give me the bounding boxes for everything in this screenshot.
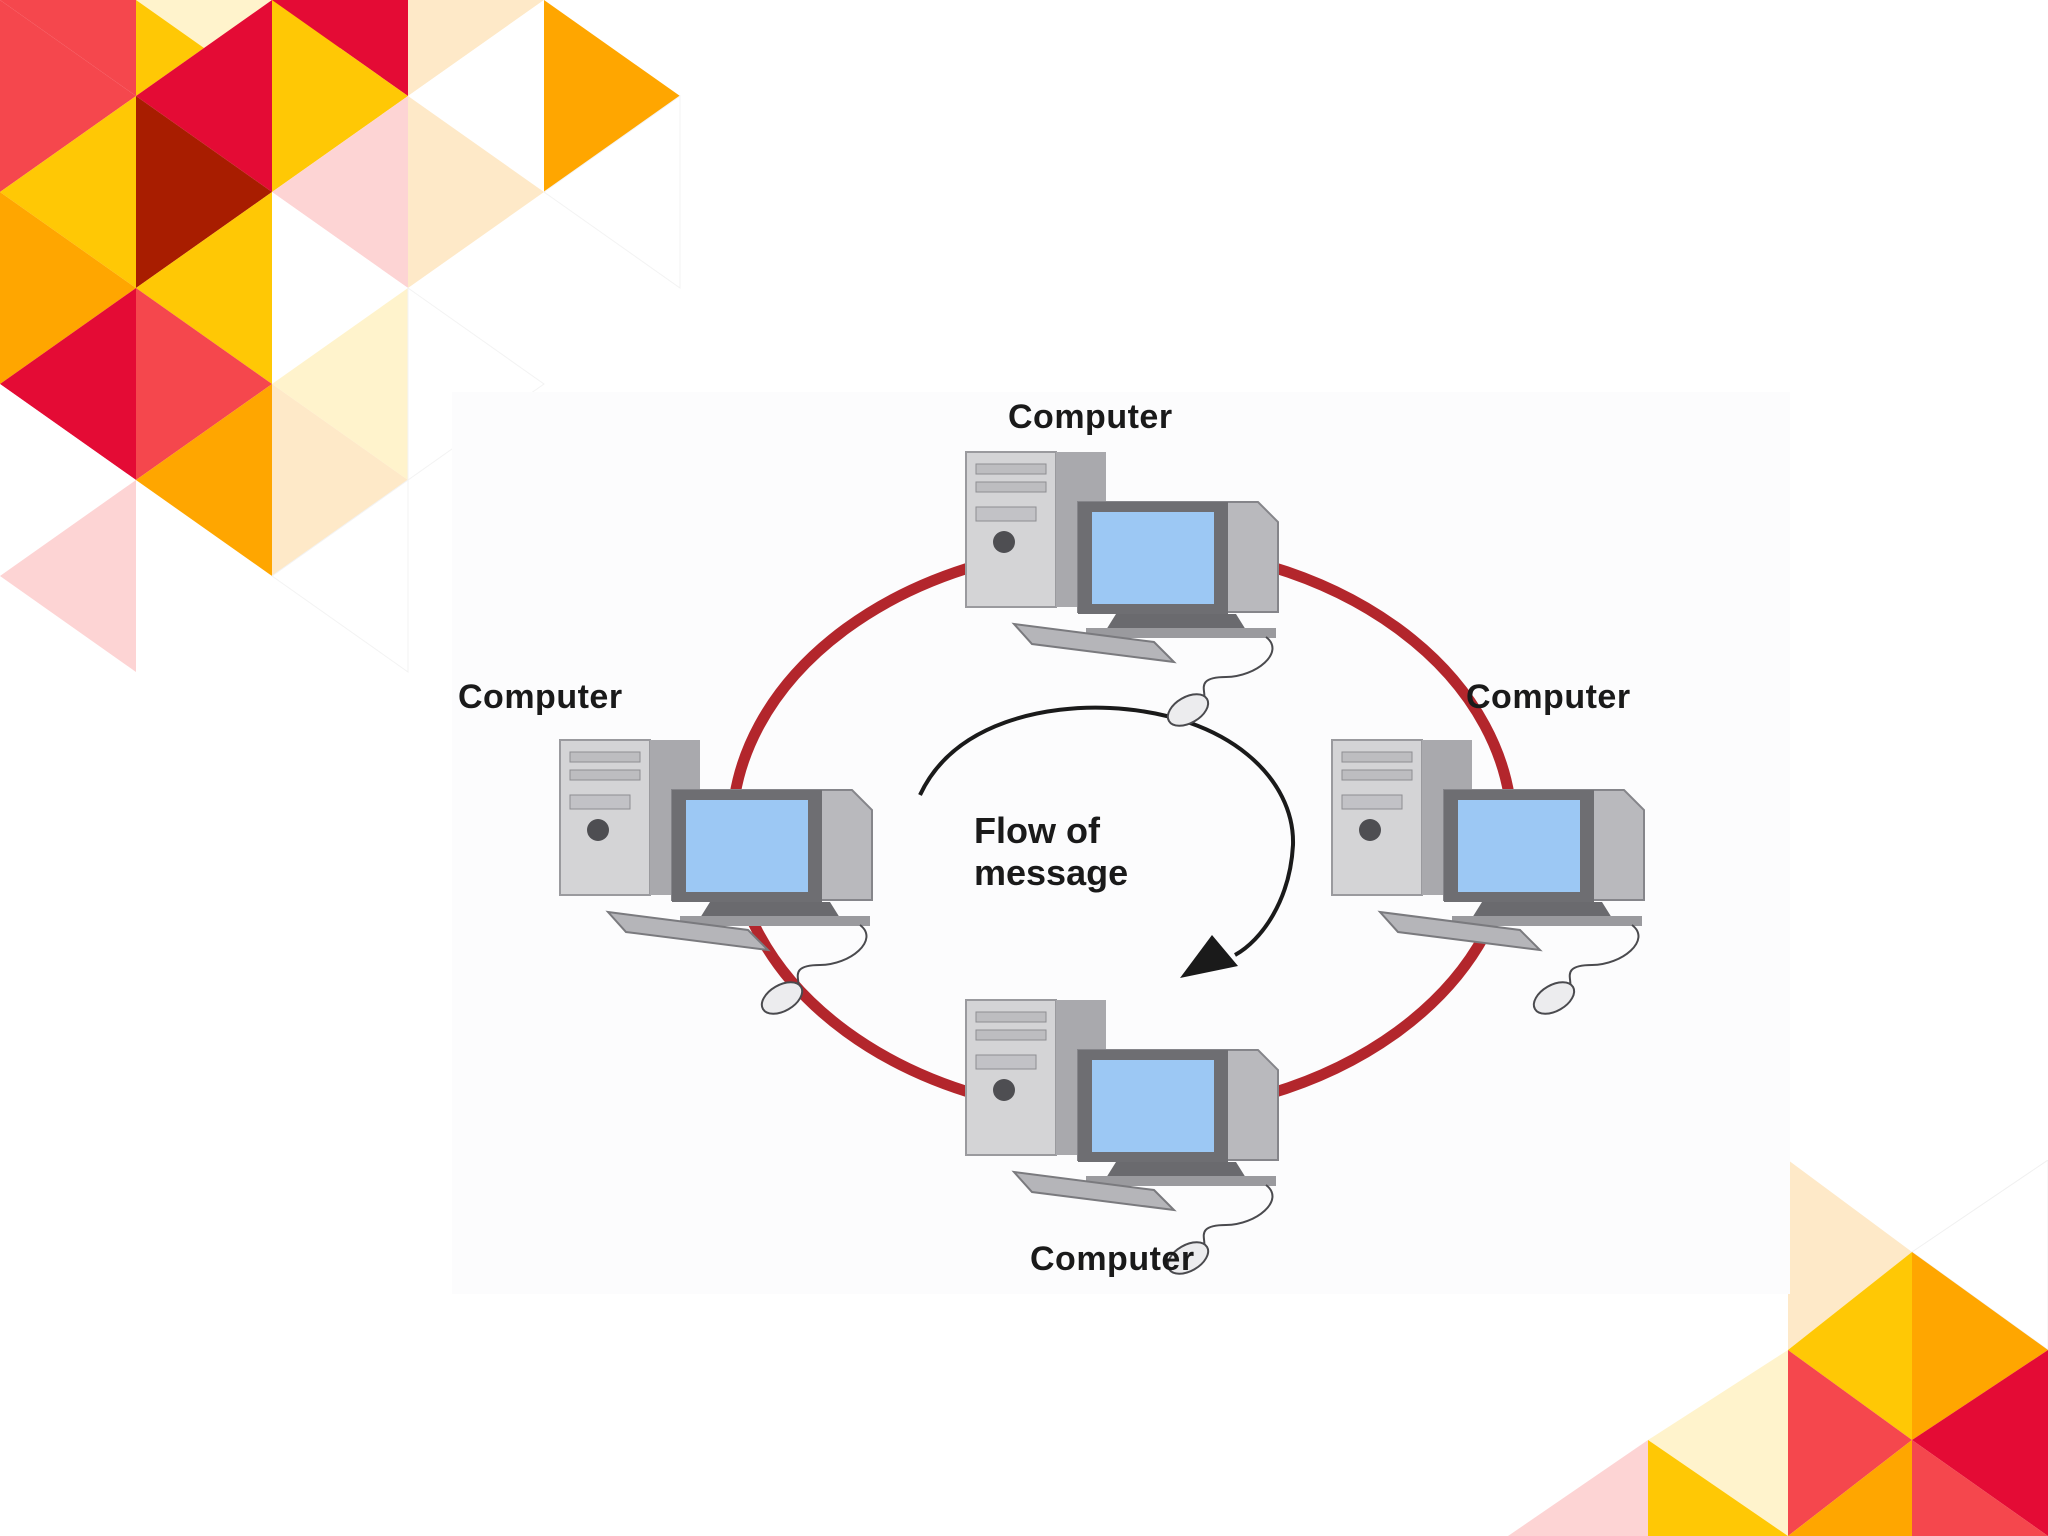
flow-of-message-label: Flow of message [974,810,1128,894]
computer-bottom-label: Computer [1030,1240,1195,1278]
flow-label-line2: message [974,852,1129,893]
computer-right-icon [1331,739,1645,1022]
flow-arrow [918,705,1296,957]
computer-top-label: Computer [1008,398,1173,436]
bottom-right-triangle-decoration [1508,1160,2048,1536]
arrow-head-icon [1180,935,1238,978]
computer-left-label: Computer [458,678,623,716]
flow-label-line1: Flow of [974,810,1100,851]
computer-bottom-icon [965,999,1279,1282]
computer-top-icon [965,451,1279,734]
computer-left-icon [559,739,873,1022]
top-left-triangle-decoration [0,0,681,673]
computer-right-label: Computer [1466,678,1631,716]
